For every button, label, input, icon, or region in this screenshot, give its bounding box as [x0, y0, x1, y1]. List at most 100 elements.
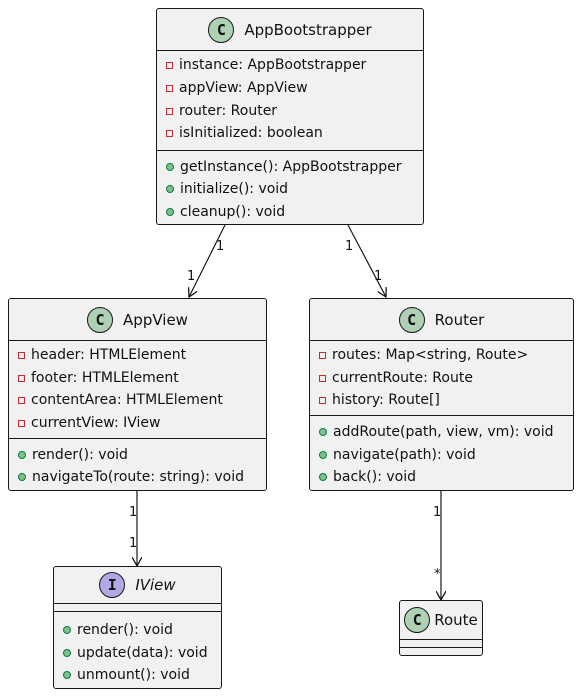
private-icon [166, 107, 173, 115]
class-name: Router [434, 310, 485, 329]
class-name: AppView [123, 310, 188, 329]
attribute-text: appView: AppView [179, 80, 308, 96]
private-icon [18, 419, 25, 427]
mult-router-route-from: 1 [433, 505, 442, 520]
method-text: addRoute(path, view, vm): void [333, 424, 554, 440]
class-badge-icon: C [208, 16, 235, 43]
public-icon [319, 473, 327, 481]
attribute-text: header: HTMLElement [31, 347, 187, 363]
public-icon [18, 451, 26, 459]
class-appbootstrapper[interactable]: C AppBootstrapper instance: AppBootstrap… [156, 8, 424, 225]
attribute-text: history: Route[] [332, 392, 440, 408]
public-icon [63, 671, 71, 679]
attribute-row: currentView: IView [18, 414, 160, 432]
method-row: addRoute(path, view, vm): void [319, 423, 554, 441]
class-appview[interactable]: C AppView header: HTMLElement footer: HT… [8, 298, 267, 491]
public-icon [166, 185, 174, 193]
attribute-text: isInitialized: boolean [179, 125, 323, 141]
class-badge-icon: C [87, 306, 114, 333]
attribute-row: header: HTMLElement [18, 346, 186, 364]
attribute-text: contentArea: HTMLElement [31, 392, 223, 408]
public-icon [166, 163, 174, 171]
divider [400, 639, 482, 640]
class-header: C AppView [9, 299, 266, 340]
public-icon [166, 208, 174, 216]
method-text: back(): void [333, 469, 416, 485]
class-header: C AppBootstrapper [157, 9, 423, 50]
method-text: getInstance(): AppBootstrapper [180, 159, 402, 175]
attribute-row: contentArea: HTMLElement [18, 391, 223, 409]
class-header: I IView [54, 567, 221, 603]
method-text: render(): void [77, 622, 173, 638]
attribute-row: history: Route[] [319, 391, 440, 409]
method-row: back(): void [319, 468, 416, 486]
class-header: C Route [400, 601, 482, 639]
private-icon [166, 129, 173, 137]
divider [310, 415, 573, 416]
divider [157, 50, 423, 51]
method-row: getInstance(): AppBootstrapper [166, 158, 401, 176]
attribute-row: router: Router [166, 102, 277, 120]
divider [54, 611, 221, 612]
interface-name: IView [135, 576, 176, 594]
attribute-text: router: Router [179, 103, 278, 119]
mult-appview-iview-to: 1 [129, 536, 138, 551]
class-name: Route [434, 611, 478, 629]
private-icon [166, 61, 173, 69]
interface-iview[interactable]: I IView render(): void update(data): voi… [53, 566, 222, 689]
private-icon [18, 374, 25, 382]
method-text: unmount(): void [77, 667, 190, 683]
class-name: AppBootstrapper [244, 20, 372, 39]
public-icon [319, 428, 327, 436]
method-text: update(data): void [77, 645, 208, 661]
private-icon [319, 396, 326, 404]
public-icon [18, 473, 26, 481]
method-row: unmount(): void [63, 666, 190, 684]
attribute-text: currentView: IView [31, 415, 161, 431]
divider [9, 340, 266, 341]
method-row: update(data): void [63, 644, 208, 662]
class-router[interactable]: C Router routes: Map<string, Route> curr… [309, 298, 574, 491]
attribute-row: instance: AppBootstrapper [166, 56, 366, 74]
method-text: cleanup(): void [180, 204, 286, 220]
attribute-text: currentRoute: Route [332, 370, 473, 386]
attribute-row: footer: HTMLElement [18, 369, 179, 387]
divider [54, 603, 221, 604]
mult-boot-appview-from: 1 [216, 239, 225, 254]
private-icon [18, 396, 25, 404]
method-text: navigate(path): void [333, 447, 476, 463]
mult-boot-router-from: 1 [345, 239, 354, 254]
class-header: C Router [310, 299, 573, 340]
divider [9, 438, 266, 439]
class-badge-icon: C [404, 607, 431, 633]
private-icon [319, 351, 326, 359]
attribute-row: currentRoute: Route [319, 369, 473, 387]
method-text: render(): void [32, 447, 128, 463]
method-text: initialize(): void [180, 181, 289, 197]
divider [157, 150, 423, 151]
attribute-row: routes: Map<string, Route> [319, 346, 528, 364]
attribute-row: appView: AppView [166, 79, 308, 97]
public-icon [63, 649, 71, 657]
attribute-text: footer: HTMLElement [31, 370, 179, 386]
attribute-text: routes: Map<string, Route> [332, 347, 529, 363]
interface-badge-icon: I [99, 572, 126, 598]
arrow-bootstrapper-to-appview [189, 224, 226, 297]
mult-boot-appview-to: 1 [187, 269, 196, 284]
private-icon [18, 351, 25, 359]
divider [400, 647, 482, 648]
method-row: render(): void [18, 446, 128, 464]
divider [310, 340, 573, 341]
method-text: navigateTo(route: string): void [32, 469, 244, 485]
attribute-text: instance: AppBootstrapper [179, 57, 367, 73]
class-route[interactable]: C Route [399, 600, 483, 656]
method-row: navigateTo(route: string): void [18, 468, 244, 486]
mult-boot-router-to: 1 [374, 269, 383, 284]
attribute-row: isInitialized: boolean [166, 124, 323, 142]
method-row: navigate(path): void [319, 446, 476, 464]
public-icon [63, 626, 71, 634]
mult-appview-iview-from: 1 [129, 505, 138, 520]
private-icon [166, 84, 173, 92]
public-icon [319, 451, 327, 459]
